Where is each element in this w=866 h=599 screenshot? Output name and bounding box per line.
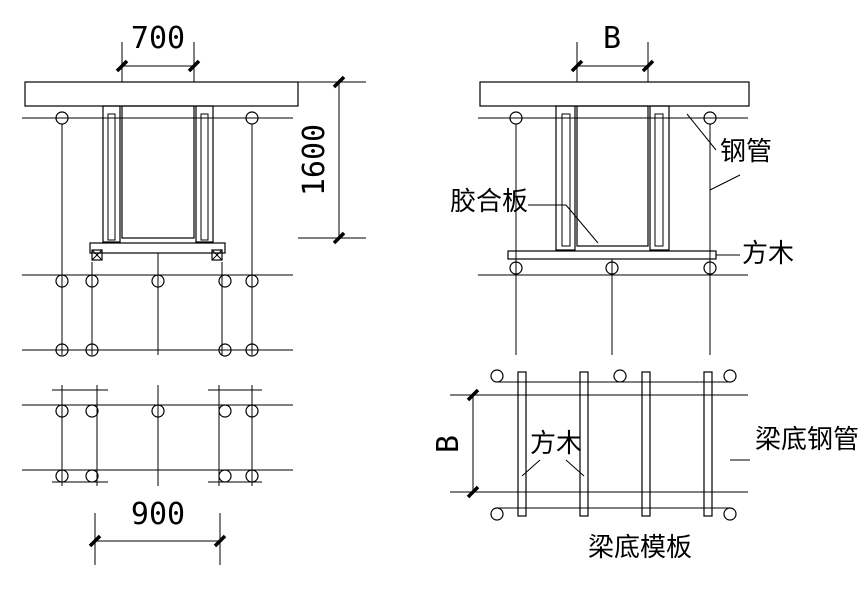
dim-700: 700 bbox=[131, 21, 185, 56]
left-beam-concrete bbox=[121, 105, 195, 239]
right-bottom-plan: B 方木 梁底钢管 梁底模板 bbox=[431, 369, 859, 563]
right-beam-concrete bbox=[576, 105, 649, 247]
label-timber-plan: 方木 bbox=[530, 429, 582, 459]
right-plywood-left bbox=[555, 105, 576, 251]
dim-900: 900 bbox=[131, 497, 185, 532]
label-steel-pipe: 钢管 bbox=[720, 137, 772, 167]
dim-b-top: B bbox=[603, 21, 621, 56]
left-section-pipe-circles bbox=[55, 274, 259, 357]
right-plan-pipe-circles bbox=[490, 369, 737, 521]
left-plywood-left bbox=[102, 105, 121, 243]
label-plywood: 胶合板 bbox=[450, 187, 528, 217]
left-beam-section: 700 1600 bbox=[22, 21, 366, 357]
right-bottom-timber bbox=[507, 250, 717, 260]
left-slab bbox=[24, 81, 299, 107]
right-plan-timbers bbox=[517, 371, 713, 517]
label-timber-section: 方木 bbox=[742, 239, 794, 269]
dim-b-side: B bbox=[431, 435, 466, 453]
left-plan-pipe-circles bbox=[55, 404, 259, 483]
dim-1600: 1600 bbox=[297, 124, 332, 196]
right-slab bbox=[479, 81, 750, 107]
label-bottom-formwork: 梁底模板 bbox=[588, 533, 692, 563]
left-plywood-right bbox=[195, 105, 214, 243]
left-bottom-plan: 900 bbox=[22, 385, 293, 565]
left-bottom-timber bbox=[89, 242, 226, 254]
label-bottom-steel-pipe: 梁底钢管 bbox=[755, 425, 859, 455]
right-plywood-right bbox=[649, 105, 670, 251]
right-beam-section: B 钢管 胶合板 方木 bbox=[450, 21, 794, 355]
